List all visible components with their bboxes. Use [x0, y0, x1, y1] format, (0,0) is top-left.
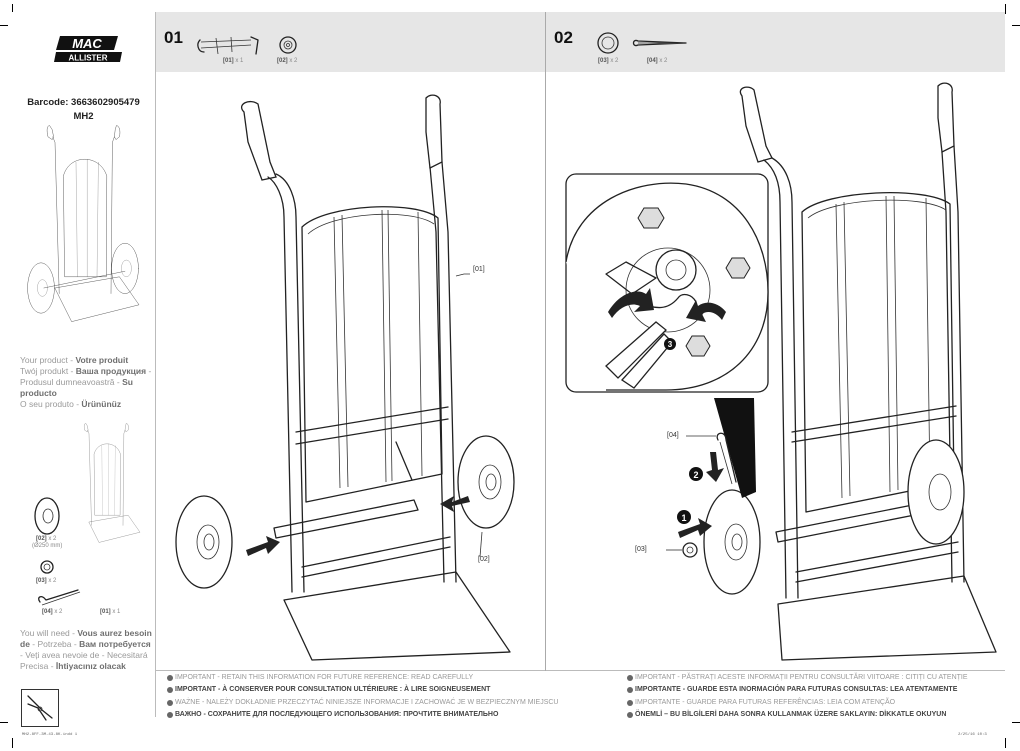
step-02-part-04-label: [04] x 2	[647, 58, 668, 64]
step-02-illustration: 3 2 1	[565, 82, 997, 661]
warning-line: IMPORTANTE - GUARDE ESTA INORMACIÓN PARA…	[627, 684, 968, 696]
step-02-parts-icons	[597, 32, 687, 54]
crop-mark	[1005, 738, 1006, 748]
footer-date: 2/25/16 10:3	[958, 733, 987, 737]
crop-mark	[0, 25, 8, 26]
warning-dot-icon	[167, 712, 173, 719]
step-01-parts-icons	[197, 36, 297, 55]
warning-dot-icon	[627, 675, 633, 682]
warning-line: ÖNEMLİ – BU BİLGİLERİ DAHA SONRA KULLANM…	[627, 709, 968, 721]
parts-list-illustration	[34, 423, 141, 606]
product-info: Barcode: 3663602905479 MH2	[12, 96, 155, 124]
sidebar: MAC ALLISTER Barcode: 3663602905479 MH2 …	[12, 12, 155, 727]
step-01-panel: 01 [01] x 1 [02] x 2	[156, 12, 545, 670]
step-01-header: 01 [01] x 1 [02] x 2	[156, 12, 545, 72]
warning-dot-icon	[167, 699, 173, 706]
crop-mark	[1012, 722, 1020, 723]
brand-logo: MAC ALLISTER	[54, 36, 122, 63]
pliers-icon	[27, 695, 53, 721]
arrow-icon	[706, 452, 724, 482]
warning-dot-icon	[627, 687, 633, 694]
part-01-label: [01] x 1	[100, 609, 121, 615]
warning-line: WAŻNE - NALEŻY DOKŁADNIE PRZECZYTAĆ NINI…	[167, 697, 558, 709]
step-marker-1: 1	[681, 513, 686, 523]
step-01-part-01-label: [01] x 1	[223, 58, 244, 64]
part-02-label: [02] x 2	[36, 536, 57, 542]
step-02-header: 02 [03] x 2 [04] x 2	[546, 12, 1005, 72]
part-03-label: [03] x 2	[36, 578, 57, 584]
product-thumbnail	[27, 125, 140, 322]
step-marker-3: 3	[668, 340, 673, 349]
step-marker-2: 2	[693, 470, 698, 480]
warning-dot-icon	[167, 675, 173, 682]
part-04-label: [04] x 2	[42, 609, 63, 615]
crop-mark	[12, 738, 13, 748]
step-02-panel: 02 [03] x 2 [04] x 2	[546, 12, 1005, 670]
step-02-number: 02	[554, 28, 573, 47]
footer-file-name: MH2-8FF-3M-43-8K.indd 1	[22, 733, 78, 737]
arrow-icon	[440, 496, 470, 512]
warnings-right: IMPORTANT - PĂSTRAȚI ACESTE INFORMAȚII P…	[627, 672, 968, 721]
logo-allister: ALLISTER	[68, 54, 107, 63]
logo-mac: MAC	[72, 36, 102, 51]
warning-line: IMPORTANTE - GUARDE PARA FUTURAS REFERÊN…	[627, 697, 968, 709]
crop-mark	[1012, 25, 1020, 26]
warning-dot-icon	[627, 712, 633, 719]
your-product-text: Your product - Votre produit Twój produk…	[20, 355, 152, 409]
part-02-size: (Ø250 mm)	[32, 543, 63, 549]
tool-box	[21, 689, 59, 727]
arrow-icon	[246, 536, 280, 556]
step-01-illustration	[175, 94, 515, 661]
crop-mark	[1005, 4, 1006, 14]
footer-divider	[155, 670, 1005, 671]
crop-mark	[12, 4, 13, 14]
warnings-left: IMPORTANT - RETAIN THIS INFORMATION FOR …	[167, 672, 558, 721]
warning-dot-icon	[627, 699, 633, 706]
model-text: MH2	[73, 111, 94, 122]
barcode-text: Barcode: 3663602905479	[27, 97, 140, 108]
warning-line: IMPORTANT - RETAIN THIS INFORMATION FOR …	[167, 672, 558, 684]
sidebar-divider	[155, 12, 156, 717]
warning-dot-icon	[167, 687, 173, 694]
step-02-callout-03: [03]	[635, 546, 647, 553]
warning-line: ВАЖНО - СОХРАНИТЕ ДЛЯ ПОСЛЕДУЮЩЕГО ИСПОЛ…	[167, 709, 558, 721]
step-01-number: 01	[164, 28, 183, 47]
crop-mark	[0, 722, 8, 723]
step-01-part-02-label: [02] x 2	[277, 58, 298, 64]
panel-divider	[545, 12, 546, 671]
step-01-callout-01: [01]	[473, 266, 485, 273]
arrow-icon	[678, 518, 712, 538]
step-02-part-03-label: [03] x 2	[598, 58, 619, 64]
warning-line: IMPORTANT - À CONSERVER POUR CONSULTATIO…	[167, 684, 558, 696]
warning-line: IMPORTANT - PĂSTRAȚI ACESTE INFORMAȚII P…	[627, 672, 968, 684]
step-02-callout-04: [04]	[667, 432, 679, 439]
you-will-need-text: You will need - Vous aurez besoin de - P…	[20, 628, 152, 671]
step-01-callout-02: [02]	[478, 556, 490, 563]
